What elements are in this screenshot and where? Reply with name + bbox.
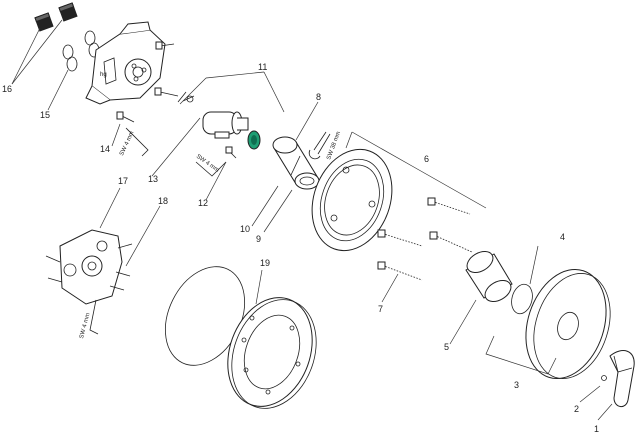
label-4: 4 <box>560 232 565 242</box>
valve-body-lower <box>45 229 133 305</box>
part-16-caps <box>34 2 78 32</box>
label-15: 15 <box>40 110 50 120</box>
green-ring <box>247 130 261 150</box>
wrench-38: SW 38 mm <box>308 131 342 161</box>
label-10: 10 <box>240 224 250 234</box>
part-11-cartridge <box>154 87 249 139</box>
label-18: 18 <box>158 196 168 206</box>
label-13: 13 <box>148 174 158 184</box>
sw4-label-a: SW 4 mm <box>119 130 136 156</box>
label-12: 12 <box>198 198 208 208</box>
part-number-labels: 16 15 14 13 12 11 10 9 8 7 6 5 4 3 2 1 1… <box>2 62 599 434</box>
label-14: 14 <box>100 144 110 154</box>
label-19: 19 <box>260 258 270 268</box>
screw-small-top <box>155 41 175 50</box>
hex-key-lower: SW 4 mm <box>79 299 99 339</box>
part-12-screw <box>225 146 237 159</box>
part-4-oring <box>511 283 533 315</box>
label-11: 11 <box>258 62 267 72</box>
label-3: 3 <box>514 380 519 390</box>
valve-body-top: hg <box>85 21 166 105</box>
part-15-orings <box>62 30 100 72</box>
label-8: 8 <box>316 92 321 102</box>
part-3-cover-plate <box>525 268 611 380</box>
label-9: 9 <box>256 234 261 244</box>
label-17: 17 <box>118 176 128 186</box>
part-19-flange <box>227 297 317 409</box>
long-screws <box>377 197 473 281</box>
svg-text:hg: hg <box>100 72 107 78</box>
sw4-label-b: SW 4 mm <box>195 154 220 174</box>
label-2: 2 <box>574 404 579 414</box>
sw4-label-c: SW 4 mm <box>79 312 92 339</box>
label-7: 7 <box>378 304 383 314</box>
label-6: 6 <box>424 154 429 164</box>
part-2-pin <box>601 375 607 381</box>
hex-key-12: SW 4 mm <box>195 154 227 177</box>
part-1-handle <box>609 350 635 407</box>
label-16: 16 <box>2 84 12 94</box>
label-1: 1 <box>594 424 599 434</box>
part-6-rosette-ring <box>311 148 393 252</box>
part-5-sleeve <box>465 251 513 302</box>
part-14-screw-key: SW 4 mm <box>116 111 149 157</box>
leader-lines <box>11 19 613 421</box>
label-5: 5 <box>444 342 449 352</box>
part-8-10-sleeve <box>272 136 320 190</box>
